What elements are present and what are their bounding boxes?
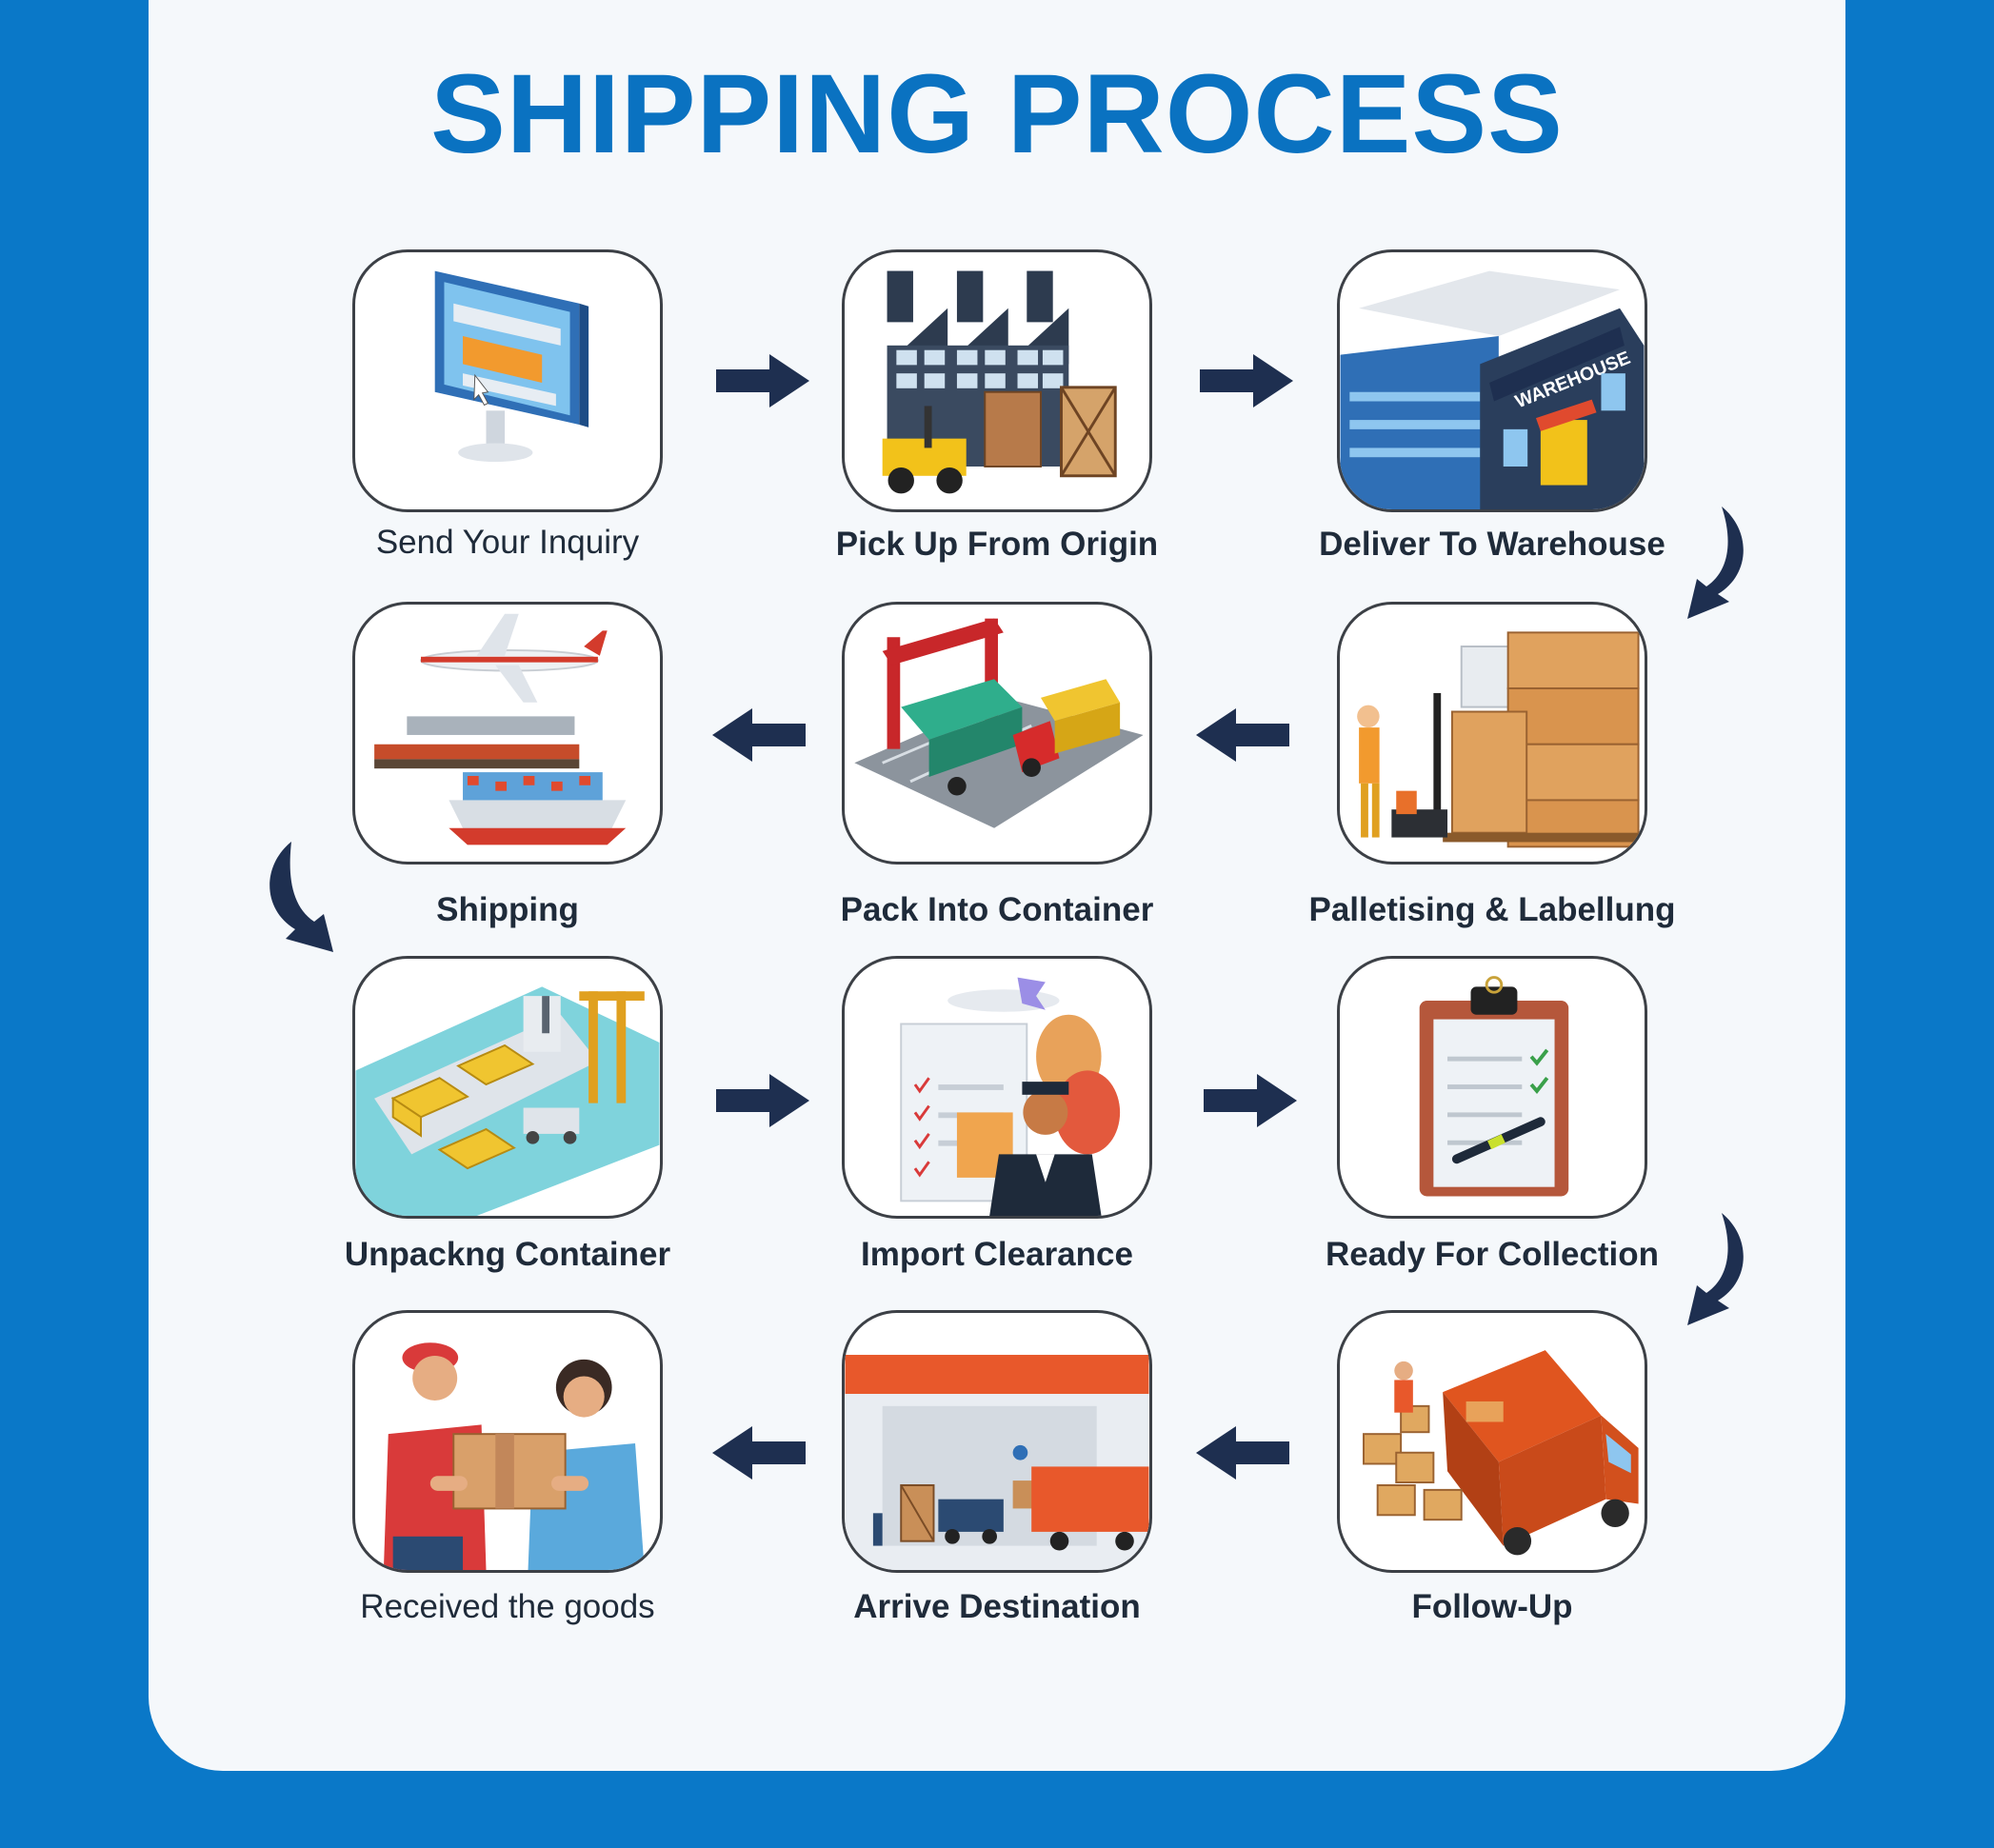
step-label-follow-up: Follow-Up (1411, 1588, 1573, 1625)
computer-order-icon (434, 270, 589, 463)
customs-officer-icon (900, 977, 1121, 1216)
page-title: SHIPPING PROCESS (430, 51, 1564, 177)
step-tile-send-your-inquiry (352, 249, 663, 512)
right-arrow-icon (1200, 354, 1293, 407)
clipboard-checklist-icon (1419, 976, 1569, 1197)
step-label-import-clearance: Import Clearance (861, 1236, 1133, 1273)
step-label-arrive-destination: Arrive Destination (853, 1588, 1141, 1625)
step-tile-unpacking-container (352, 956, 663, 1219)
container-crane-truck-icon (854, 618, 1144, 828)
step-tile-import-clearance (842, 956, 1152, 1219)
right-arrow-icon (716, 1074, 809, 1127)
left-arrow-icon (712, 1426, 806, 1480)
curved-down-arrow-icon (269, 842, 333, 952)
plane-train-ship-icon (374, 613, 627, 845)
step-label-deliver-to-warehouse: Deliver To Warehouse (1319, 526, 1665, 563)
pallet-jack-boxes-icon (1357, 631, 1640, 848)
step-tile-ready-for-collection (1337, 956, 1647, 1219)
step-tile-arrive-destination (842, 1310, 1152, 1573)
left-arrow-icon (712, 708, 806, 762)
port-cargo-ship-icon (355, 986, 660, 1216)
step-label-received-the-goods: Received the goods (360, 1588, 655, 1625)
step-tile-deliver-to-warehouse: WAREHOUSE (1337, 249, 1647, 512)
step-tile-follow-up (1337, 1310, 1647, 1573)
step-label-ready-for-collection: Ready For Collection (1325, 1236, 1660, 1273)
step-label-shipping: Shipping (436, 891, 579, 928)
step-tile-palletising-labelling (1337, 602, 1647, 864)
package-handover-icon (383, 1342, 645, 1570)
left-arrow-icon (1196, 1426, 1289, 1480)
step-label-send-your-inquiry: Send Your Inquiry (375, 524, 640, 561)
left-arrow-icon (1196, 708, 1289, 762)
step-tile-pack-into-container (842, 602, 1152, 864)
step-label-unpacking-container: Unpackng Container (344, 1236, 671, 1273)
delivery-van-icon (1363, 1350, 1639, 1556)
step-label-pack-into-container: Pack Into Container (840, 891, 1154, 928)
step-tile-received-the-goods (352, 1310, 663, 1573)
right-arrow-icon (716, 354, 809, 407)
curved-down-arrow-icon (1687, 1213, 1744, 1325)
step-label-pick-up-from-origin: Pick Up From Origin (835, 526, 1159, 563)
step-tile-pick-up-from-origin (842, 249, 1152, 512)
curved-down-arrow-icon (1687, 507, 1744, 619)
destination-dock-icon (845, 1355, 1149, 1570)
step-label-palletising-labelling: Palletising & Labellung (1308, 891, 1676, 928)
step-tile-shipping (352, 602, 663, 864)
right-arrow-icon (1204, 1074, 1297, 1127)
warehouse-icon: WAREHOUSE (1340, 270, 1645, 509)
factory-forklift-icon (882, 270, 1117, 494)
